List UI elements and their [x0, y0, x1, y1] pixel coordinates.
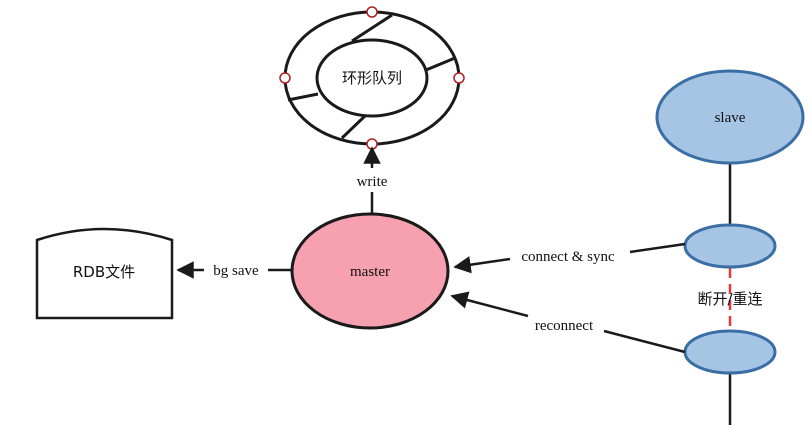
reconnect-edge: reconnect	[450, 291, 686, 354]
bg-save-edge: bg save	[176, 261, 292, 279]
ring-queue-label: 环形队列	[342, 69, 402, 87]
connect-sync-label: connect & sync	[521, 249, 615, 265]
ring-divider-left	[287, 92, 319, 102]
disconnect-reconnect-label: 断开/重连	[697, 290, 762, 308]
master-node: master	[290, 212, 450, 330]
write-edge: write	[357, 146, 388, 214]
master-label: master	[350, 264, 390, 280]
write-label: write	[357, 174, 388, 190]
slave-connect-point	[683, 223, 777, 269]
slave-reconnect-point	[683, 329, 777, 375]
connect-sync-edge: connect & sync	[453, 242, 686, 274]
ring-divider-bottom	[340, 114, 367, 140]
bg-save-label: bg save	[213, 263, 259, 279]
ring-divider-top	[351, 13, 393, 43]
reconnect-label: reconnect	[535, 318, 594, 334]
slave-label: slave	[715, 110, 746, 126]
ring-inner	[315, 38, 429, 118]
rdb-file-node: RDB文件	[35, 227, 174, 320]
ring-queue-node: 环形队列	[279, 6, 465, 150]
slave-node: slave	[655, 69, 805, 165]
handle-bottom	[366, 138, 378, 150]
handle-right	[453, 72, 465, 84]
handle-left	[279, 72, 291, 84]
ring-divider-right	[425, 56, 456, 72]
rdb-file-label: RDB文件	[73, 263, 135, 281]
handle-top	[366, 6, 378, 18]
